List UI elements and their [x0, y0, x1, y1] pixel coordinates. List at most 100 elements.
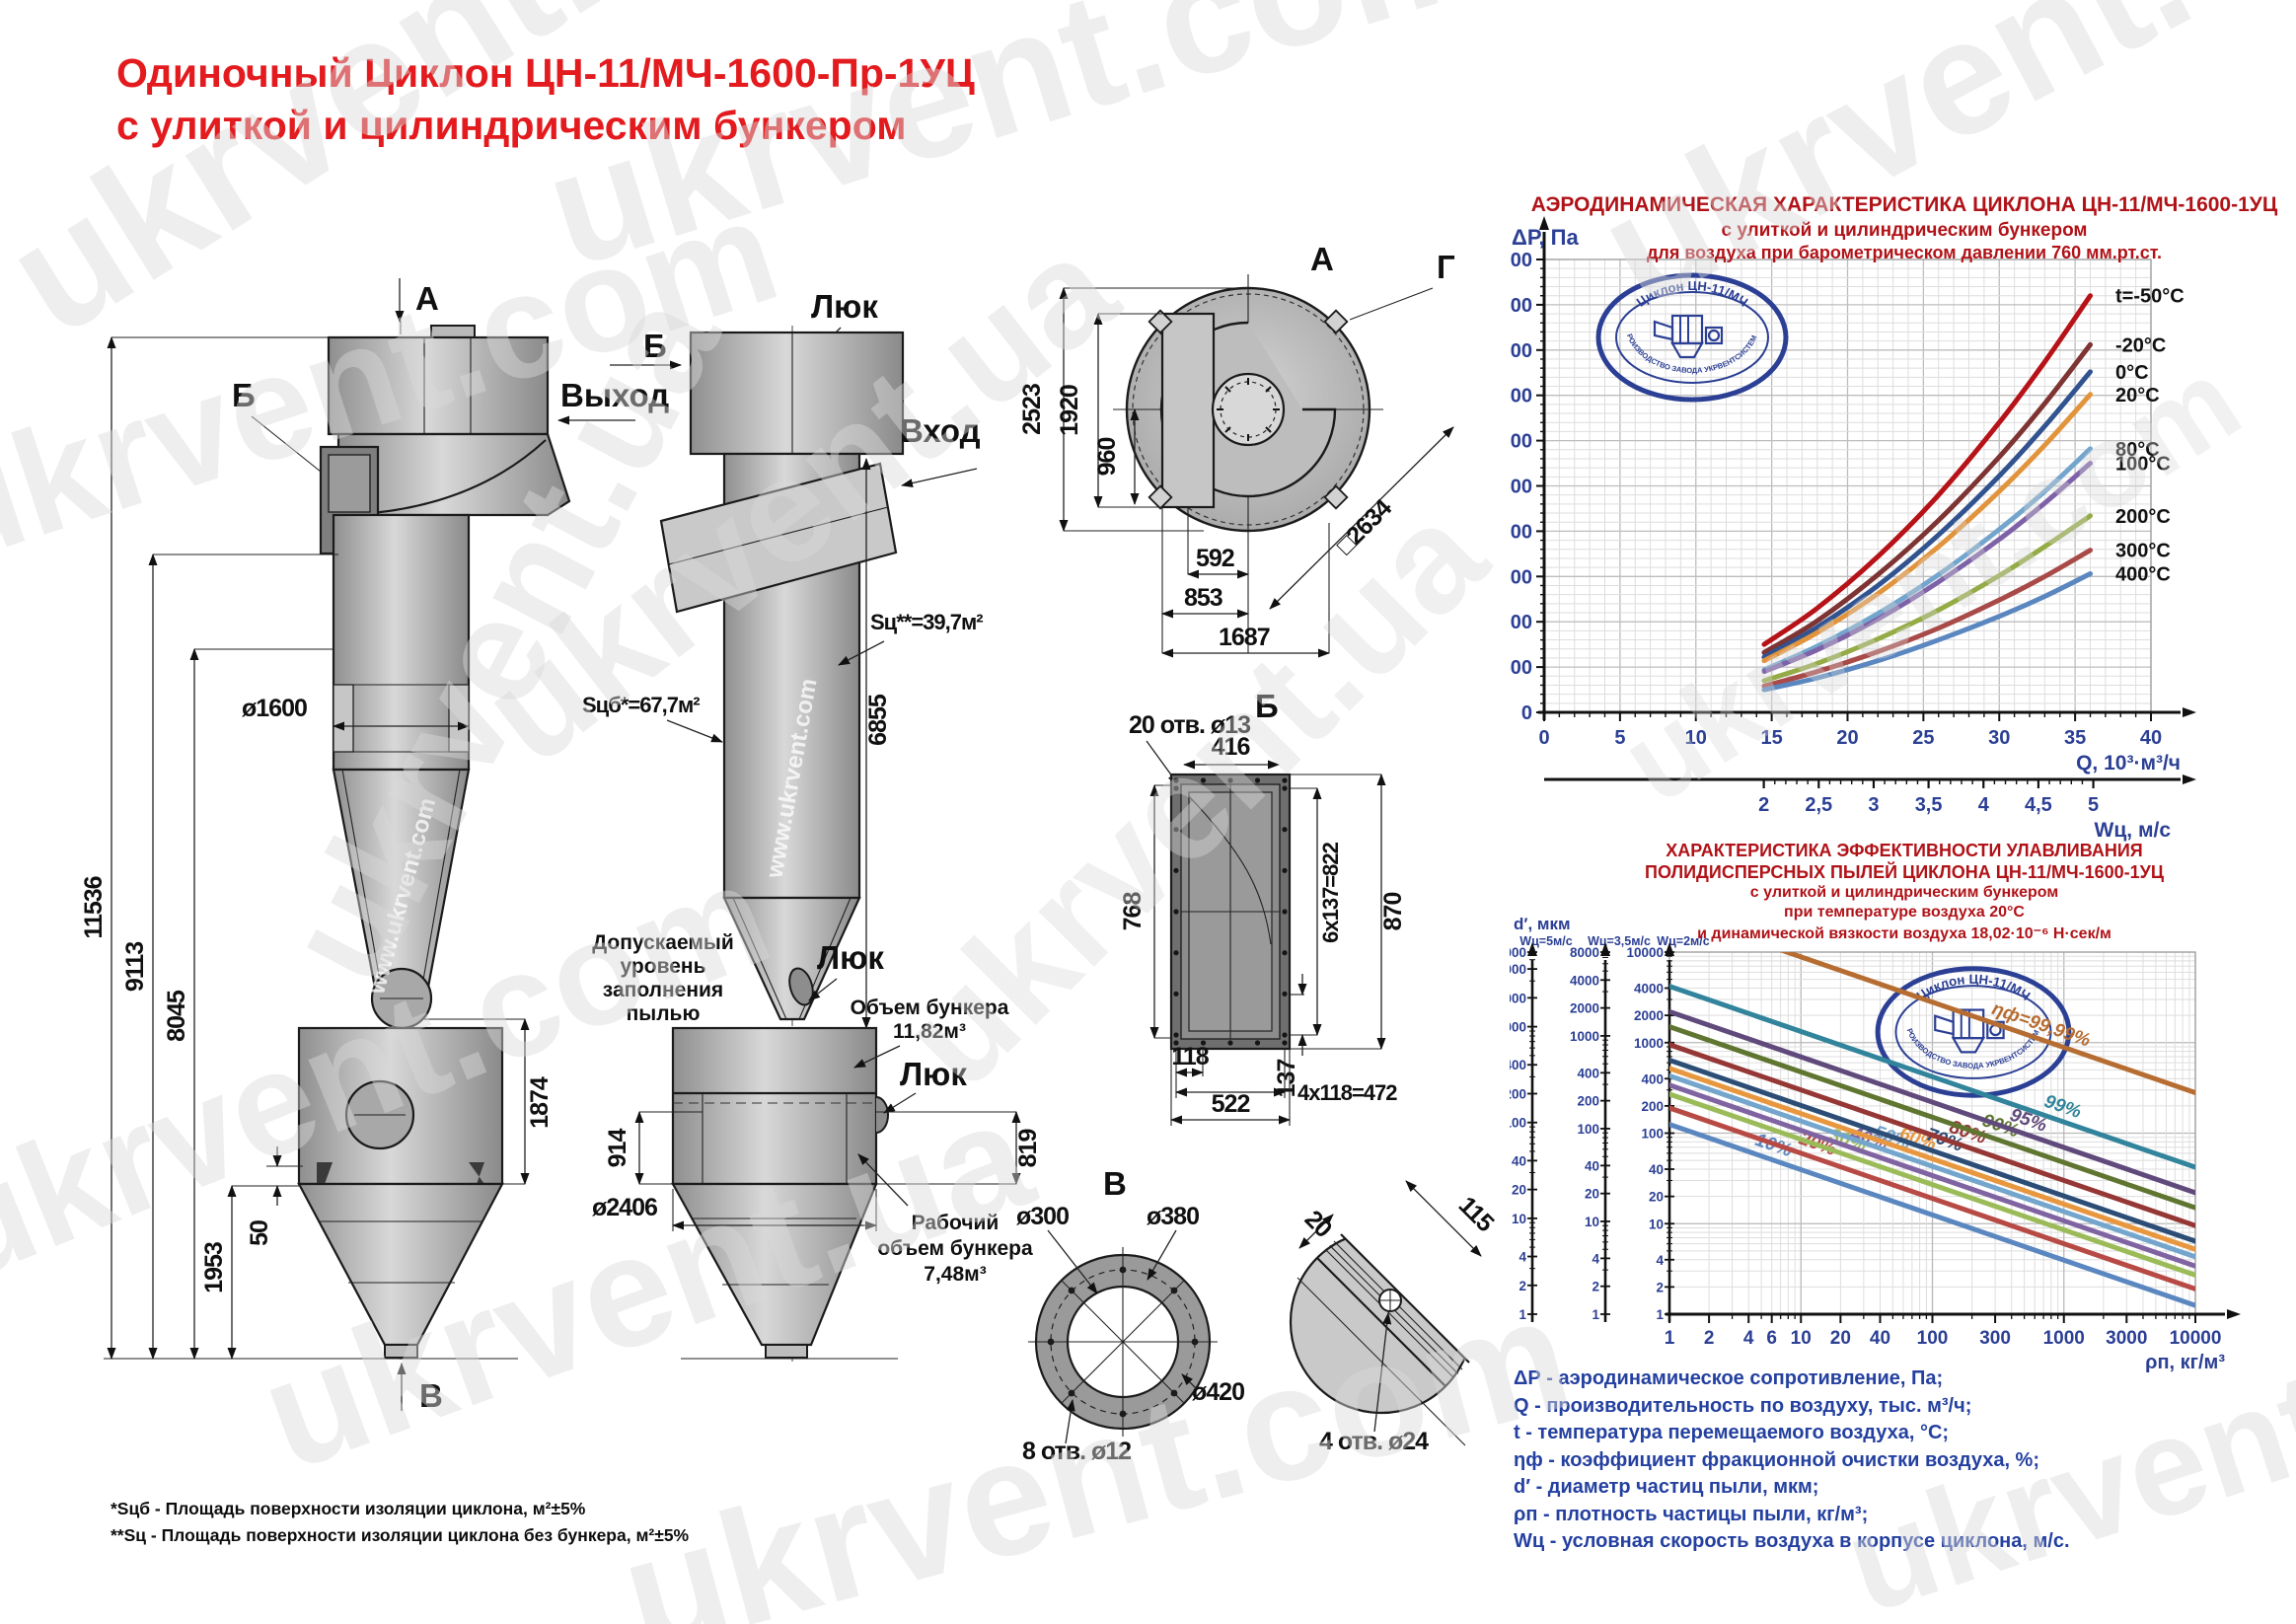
svg-text:20: 20 [1585, 1187, 1599, 1202]
leader [808, 978, 838, 1001]
view-g-drawing: Г 20 115 4 отв. ø24 [1289, 1149, 1515, 1455]
footnote-line: *Sцб - Площадь поверхности изоляции цикл… [111, 1499, 586, 1518]
svg-text:Q, 10³·м³/ч: Q, 10³·м³/ч [2076, 752, 2181, 775]
svg-text:5: 5 [1614, 727, 1625, 749]
svg-text:8000: 8000 [1570, 945, 1599, 960]
page-title-line1: Одиночный Циклон ЦН-11/МЧ-1600-Пр-1УЦ [116, 50, 975, 96]
leader [1147, 1229, 1177, 1281]
svg-text:25: 25 [1912, 727, 1934, 749]
svg-text:4000: 4000 [1510, 340, 1532, 362]
svg-text:40: 40 [2140, 727, 2162, 749]
dim-8045: 8045 [163, 990, 190, 1042]
svg-text:6000: 6000 [1510, 945, 1526, 960]
svg-text:1: 1 [1665, 1328, 1675, 1349]
svg-text:Wц=3,5м/с: Wц=3,5м/с [1588, 934, 1651, 948]
svg-text:20: 20 [1830, 1328, 1851, 1349]
svg-text:40: 40 [1870, 1328, 1890, 1349]
view-v-label: В [1103, 1165, 1127, 1202]
svg-text:4000: 4000 [1510, 962, 1526, 977]
outlet-stub [384, 1344, 418, 1359]
chart-legend: ΔР - аэродинамическое сопротивление, Па;… [1514, 1366, 2070, 1556]
svg-text:ρп, кг/м³: ρп, кг/м³ [2145, 1352, 2225, 1373]
disc-split [1296, 1277, 1466, 1446]
dim-9113: 9113 [121, 942, 149, 992]
dim-522: 522 [1212, 1090, 1250, 1118]
cone-inner [732, 897, 787, 1020]
bunker-hatch [875, 1096, 889, 1134]
dim-1874: 1874 [526, 1076, 554, 1129]
s-cyclone-label: Sц**=39,7м² [870, 610, 983, 634]
chart1-title-3: для воздуха при барометрическом давлении… [1646, 243, 2163, 262]
svg-text:2: 2 [1704, 1328, 1715, 1349]
bolt-hole [1200, 1040, 1207, 1046]
svg-text:1000: 1000 [1510, 1020, 1526, 1035]
series-ηф=99,99% [1779, 952, 2195, 1095]
series-100°C [1761, 461, 2093, 675]
side-view-drawing: Люк Б Выход Вход Sц**=39,7м² Sцб*=67,7м²… [557, 288, 1042, 1362]
leader [857, 1153, 909, 1207]
svg-text:40: 40 [1585, 1158, 1599, 1173]
inlet-label: Вход [900, 412, 981, 449]
dim-819: 819 [1014, 1130, 1042, 1168]
bolt-hole [1282, 777, 1288, 783]
svg-text:2: 2 [1656, 1280, 1664, 1294]
bunker-cylinder [671, 1026, 878, 1186]
svg-text:10: 10 [1512, 1212, 1526, 1226]
bolt-hole [1173, 909, 1179, 915]
svg-text:3000: 3000 [2106, 1328, 2147, 1349]
dim-472: 4х118=472 [1297, 1080, 1397, 1105]
dim-50: 50 [246, 1220, 273, 1246]
inlet-band [659, 462, 898, 614]
work-volume-label: 7,48м³ [924, 1263, 986, 1286]
svg-text:10: 10 [1791, 1328, 1812, 1349]
svg-text:10000: 10000 [1626, 945, 1664, 960]
series-label: 20°C [2115, 385, 2160, 406]
leader [666, 719, 723, 743]
dim-118: 118 [1171, 1043, 1209, 1070]
series-50% [1669, 1072, 2195, 1260]
bolt-hole [1173, 1040, 1179, 1046]
series-label: -20°C [2115, 334, 2166, 356]
bolt-ticks [1217, 378, 1280, 441]
svg-text:1000: 1000 [2043, 1328, 2085, 1349]
dust-level-label: заполнения [603, 979, 723, 1001]
series-20% [1669, 1105, 2195, 1292]
chart2-title-2: ПОЛИДИСПЕРСНЫХ ПЫЛЕЙ ЦИКЛОНА ЦН-11/МЧ-16… [1645, 862, 2164, 882]
cone-inner [417, 769, 461, 1009]
top-view-drawing: А Г 2523 1920 960 [1018, 241, 1455, 658]
dim-416: 416 [1212, 733, 1250, 761]
bunker-volume-label: 11,82м³ [893, 1020, 966, 1043]
svg-text:4500: 4500 [1510, 295, 1532, 317]
spiral-edge [1188, 795, 1272, 945]
bolt-hole [1282, 991, 1288, 997]
bolt-hole [1227, 777, 1233, 783]
svg-text:2: 2 [1758, 794, 1769, 816]
bunker-cone [297, 1182, 504, 1347]
bolt-hole [1282, 1040, 1288, 1046]
dim-line [1405, 1180, 1482, 1257]
bolt-hole [1282, 1032, 1288, 1038]
dim-d1600: ø1600 [242, 695, 307, 722]
s-total-label: Sцб*=67,7м² [582, 693, 700, 717]
bolt-hole [1254, 1040, 1261, 1046]
band-edge [1340, 1233, 1470, 1364]
chart1-title-1: АЭРОДИНАМИЧЕСКАЯ ХАРАКТЕРИСТИКА ЦИКЛОНА … [1530, 193, 2278, 216]
footnotes: *Sцб - Площадь поверхности изоляции цикл… [111, 1496, 689, 1549]
series-80°C [1761, 446, 2093, 673]
dim-6855: 6855 [864, 694, 892, 746]
legend-line: ΔР - аэродинамическое сопротивление, Па; [1514, 1367, 1944, 1389]
dim-960: 960 [1093, 438, 1121, 477]
work-volume-label: Рабочий [912, 1212, 1000, 1234]
bolt-holes [1047, 1266, 1199, 1418]
series-400°C [1761, 571, 2093, 693]
bolt-hole [1282, 950, 1288, 956]
inlet-duct [1160, 312, 1216, 509]
dim-line-diagonal [1269, 426, 1454, 610]
series-30% [1669, 1091, 2195, 1278]
svg-text:100: 100 [1510, 1116, 1526, 1131]
dust-level-label: уровень [621, 955, 706, 978]
svg-text:200: 200 [1577, 1094, 1599, 1109]
series-label: 100°C [2115, 454, 2171, 476]
leader [1065, 1399, 1075, 1444]
svg-text:4: 4 [1656, 1253, 1664, 1268]
